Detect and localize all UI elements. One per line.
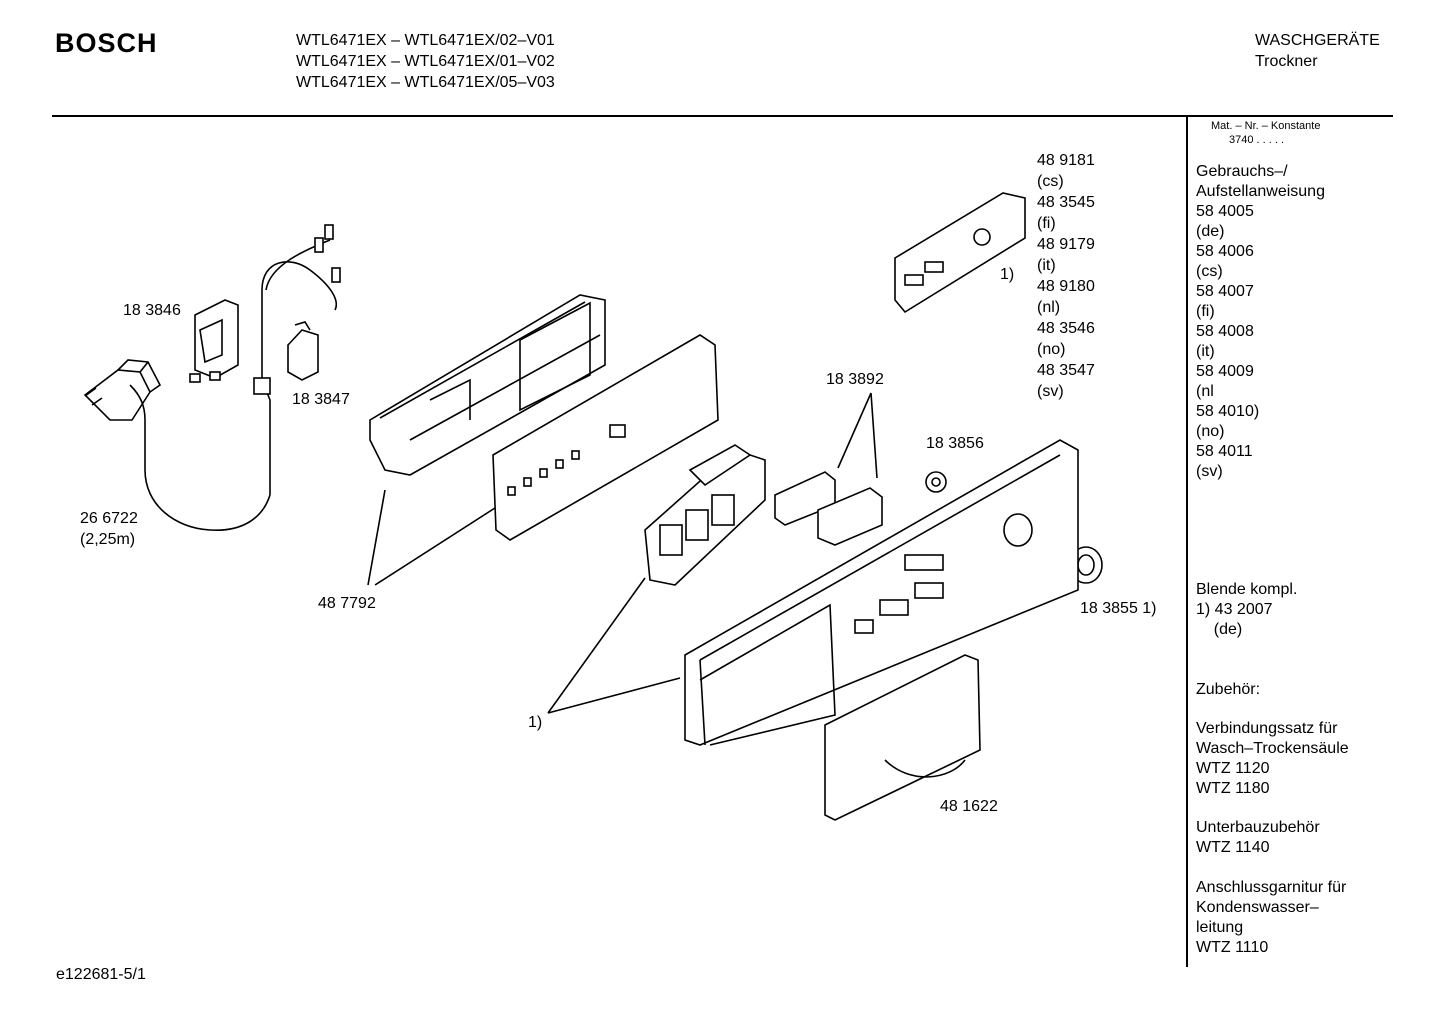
label-183847: 18 3847 <box>292 391 350 408</box>
sidebar-line: Gebrauchs–/ <box>1196 163 1288 180</box>
sidebar-line: (sv) <box>1196 463 1223 480</box>
model-line: WTL6471EX – WTL6471EX/02–V01 <box>296 32 555 49</box>
label-183892: 18 3892 <box>826 371 884 388</box>
label-183855: 18 3855 1) <box>1080 600 1157 617</box>
sidebar-line: (no) <box>1196 423 1225 440</box>
sidebar-line: 58 4005 <box>1196 203 1254 220</box>
code: (it) <box>1037 257 1056 274</box>
sidebar-line: WTZ 1180 <box>1196 780 1270 797</box>
exploded-diagram <box>83 192 1103 821</box>
label-481622: 48 1622 <box>940 798 998 815</box>
code: 48 9180 <box>1037 278 1095 295</box>
pcb-487792 <box>492 334 719 541</box>
matno-title: Mat. – Nr. – Konstante <box>1211 120 1321 132</box>
category-subtitle: Trockner <box>1255 53 1318 70</box>
code: (no) <box>1037 341 1066 358</box>
panel-block: Blende kompl. 1) 43 2007 (de) <box>1196 580 1396 640</box>
code: (sv) <box>1037 383 1064 400</box>
sidebar-line: WTZ 1110 <box>1196 939 1269 956</box>
code: 48 3547 <box>1037 362 1095 379</box>
sidebar-line: 58 4009 <box>1196 363 1254 380</box>
label-487792: 48 7792 <box>318 595 376 612</box>
code: 48 3545 <box>1037 194 1095 211</box>
filter-183847 <box>287 321 319 381</box>
label-183856: 18 3856 <box>926 435 984 452</box>
sidebar-line: (de) <box>1196 223 1225 240</box>
front-panel <box>684 439 1079 746</box>
sidebar-line: 58 4007 <box>1196 283 1254 300</box>
sidebar-notes-2: Blende kompl. 1) 43 2007 (de) <box>1196 580 1396 640</box>
sidebar-line: Wasch–Trockensäule <box>1196 740 1349 757</box>
model-line: WTL6471EX – WTL6471EX/01–V02 <box>296 53 555 70</box>
doc-id: e122681-5/1 <box>56 966 146 983</box>
brand-logo: BOSCH <box>55 28 158 58</box>
sidebar-line: 1) 43 2007 <box>1196 601 1273 618</box>
sidebar-line: (it) <box>1196 343 1215 360</box>
code: 48 9179 <box>1037 236 1095 253</box>
button-block <box>644 444 766 586</box>
power-plug-icon <box>83 359 271 531</box>
sidebar-line: Unterbauzubehör <box>1196 819 1320 836</box>
sidebar-line: 58 4006 <box>1196 243 1254 260</box>
sidebar-line: WTZ 1140 <box>1196 839 1270 856</box>
sidebar-line: Blende kompl. <box>1196 581 1298 598</box>
sidebar-line: (fi) <box>1196 303 1215 320</box>
sidebar-line: Zubehör: <box>1196 681 1261 698</box>
sidebar-line: WTZ 1120 <box>1196 760 1270 777</box>
sidebar-line: (nl <box>1196 383 1214 400</box>
manual-block: Gebrauchs–/ Aufstellanweisung 58 4005 (de) 5… <box>1196 162 1396 482</box>
sidebar-line: (de) <box>1196 621 1243 638</box>
matno: Mat. – Nr. – Konstante 3740 . . . . . <box>1211 119 1320 147</box>
sidebar-line: 58 4010) <box>1196 403 1260 420</box>
model-line: WTL6471EX – WTL6471EX/05–V03 <box>296 74 555 91</box>
category: WASCHGERÄTE Trockner <box>1255 30 1380 72</box>
sidebar-line: Aufstellanweisung <box>1196 183 1325 200</box>
sidebar-line: (cs) <box>1196 263 1223 280</box>
sidebar-line: Anschlussgarnitur für <box>1196 879 1347 896</box>
code: (cs) <box>1037 173 1064 190</box>
overlay-code-list: 48 9181 (cs) 48 3545 (fi) 48 9179 (it) 4… <box>1037 150 1095 402</box>
code: (fi) <box>1037 215 1056 232</box>
label-note-overlay: 1) <box>1000 266 1015 283</box>
sidebar-line: leitung <box>1196 919 1244 936</box>
display-overlay <box>894 192 1026 314</box>
sidebar-notes: Gebrauchs–/ Aufstellanweisung 58 4005 (de) 5… <box>1196 162 1396 482</box>
strain-relief <box>253 377 271 395</box>
label-note-panel: 1) <box>528 714 543 731</box>
sidebar-line: Verbindungssatz für <box>1196 720 1338 737</box>
code: (nl) <box>1037 299 1061 316</box>
door-481622 <box>824 654 981 821</box>
sidebar-divider <box>1186 117 1188 967</box>
frame-487792 <box>369 294 606 476</box>
sidebar-line: 58 4008 <box>1196 323 1254 340</box>
matno-value: 3740 . . . . . <box>1229 134 1285 146</box>
header-divider <box>52 115 1393 117</box>
module-183892 <box>774 471 883 546</box>
label-266722: 26 6722 <box>80 510 138 527</box>
code: 48 9181 <box>1037 152 1095 169</box>
accessories-heading: Zubehör: <box>1196 680 1396 700</box>
code: 48 3546 <box>1037 320 1095 337</box>
sidebar-line: 58 4011 <box>1196 443 1253 460</box>
bracket-183846 <box>189 299 239 383</box>
sidebar-notes-3: Zubehör: <box>1196 680 1396 700</box>
model-list: WTL6471EX – WTL6471EX/02–V01 WTL6471EX –… <box>296 30 555 93</box>
knob-183856-icon <box>925 471 947 493</box>
category-title: WASCHGERÄTE <box>1255 32 1380 49</box>
label-183846: 18 3846 <box>123 302 181 319</box>
sidebar-line: Kondenswasser– <box>1196 899 1319 916</box>
label-266722-length: (2,25m) <box>80 531 136 548</box>
